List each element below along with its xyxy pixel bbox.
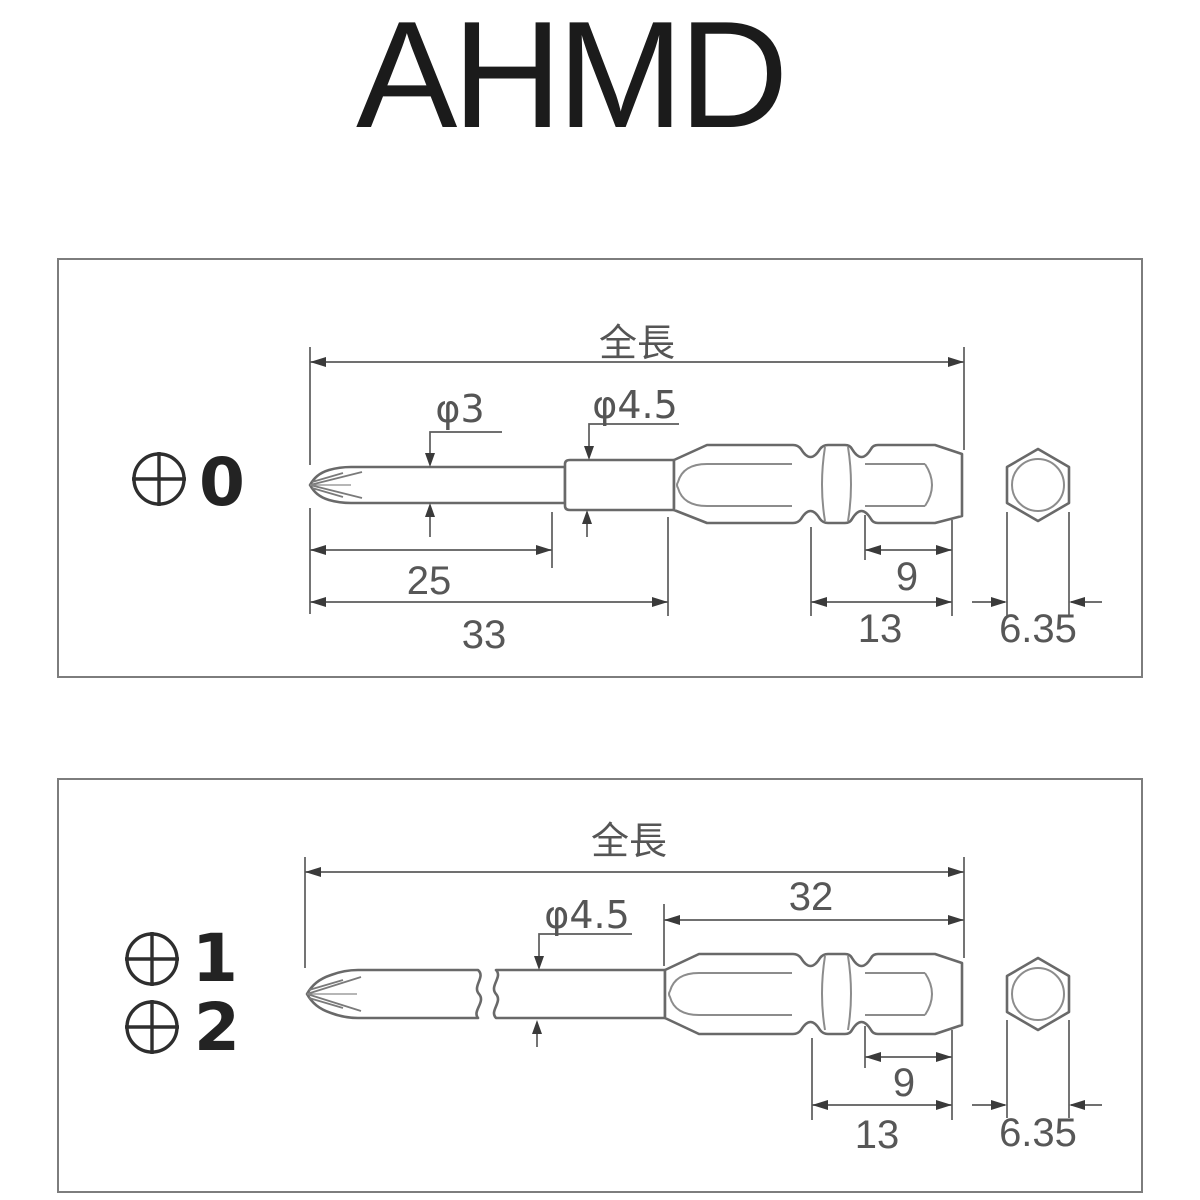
diameter-leaders <box>532 933 632 1047</box>
hex-shank <box>663 952 964 1036</box>
drive-size-digit: 1 <box>192 920 238 997</box>
hex-shank <box>672 443 964 525</box>
drive-size-digit: 0 <box>199 444 245 521</box>
panel-phillips-0: 全長 φ3 φ4.5 25 33 9 13 6.35 0 <box>57 258 1143 678</box>
dim-front-length-value: 33 <box>462 613 507 657</box>
shaft-rear-piece <box>492 968 667 1020</box>
panel-phillips-1-2: 全長 32 φ4.5 9 13 6.35 1 2 <box>57 778 1143 1193</box>
bit-side-view <box>308 443 964 525</box>
dim-total-length-label: 全長 <box>591 819 667 863</box>
phillips-recess-lines <box>306 976 362 1012</box>
bit-side-view <box>305 952 964 1036</box>
dim-hex-width-value: 6.35 <box>999 607 1077 651</box>
bit-diagram-0: 全長 φ3 φ4.5 25 33 9 13 6.35 0 <box>132 321 1102 657</box>
drive-size-label-1: 1 <box>125 920 238 997</box>
dimension-lines <box>304 857 1102 1120</box>
dim-shaft-diameter-label: φ4.5 <box>544 893 630 937</box>
dim-tip-diameter-label: φ3 <box>435 387 484 431</box>
diameter-leaders <box>425 423 679 537</box>
shaft-4p5 <box>563 458 676 512</box>
drive-size-digit: 2 <box>194 989 240 1066</box>
product-code-title: AHMD <box>356 0 789 160</box>
phillips-tip-and-shaft-front <box>305 968 483 1020</box>
drive-size-label-2: 2 <box>125 989 240 1066</box>
phillips-plus-icon <box>125 1000 179 1054</box>
dim-shank-length-value: 13 <box>858 607 903 651</box>
phillips-plus-icon <box>125 932 179 986</box>
dimension-lines <box>309 347 1102 616</box>
hex-facet-lines <box>676 446 933 522</box>
drive-size-label-0: 0 <box>132 444 245 521</box>
hex-end-view <box>1005 956 1071 1032</box>
dim-groove-length-value: 9 <box>893 1061 915 1105</box>
dim-total-length-label: 全長 <box>599 321 675 365</box>
dim-hex-width-value: 6.35 <box>999 1111 1077 1155</box>
bit-diagram-1-2: 全長 32 φ4.5 9 13 6.35 1 2 <box>125 819 1102 1157</box>
phillips-recess-lines <box>309 471 363 499</box>
dim-rear-length-value: 32 <box>789 875 834 919</box>
dim-shank-length-value: 13 <box>855 1113 900 1157</box>
dim-shaft-diameter-label: φ4.5 <box>592 383 678 427</box>
dim-groove-length-value: 9 <box>896 555 918 599</box>
phillips-plus-icon <box>132 452 186 506</box>
hex-facet-lines <box>668 955 933 1031</box>
dim-tip-length-value: 25 <box>407 559 452 603</box>
hex-end-view <box>1005 447 1071 523</box>
